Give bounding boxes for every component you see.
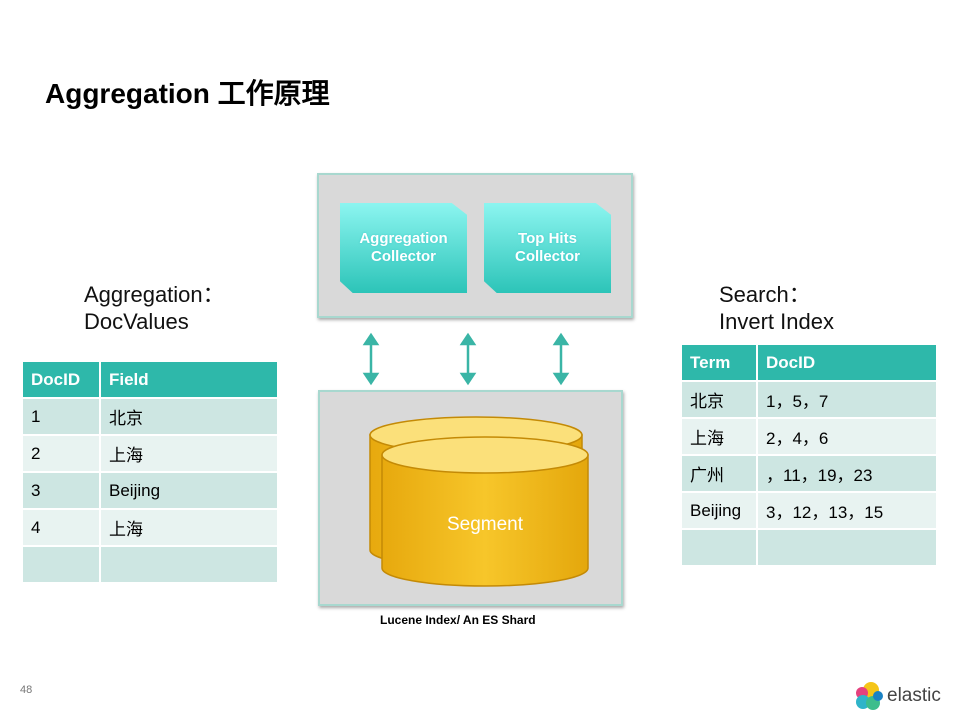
- cell: 广州: [680, 454, 758, 493]
- card-line: Top Hits: [518, 230, 577, 247]
- table-row: 广州，11，19，23: [680, 454, 938, 493]
- cell: Beijing: [99, 471, 279, 510]
- cell: 4: [21, 508, 101, 547]
- slide-title: Aggregation 工作原理: [45, 78, 330, 109]
- cell: Beijing: [680, 491, 758, 530]
- logo-text: elastic: [887, 685, 941, 706]
- double-arrows-icon: [362, 332, 570, 386]
- cell: [21, 545, 101, 584]
- elastic-logo-icon: [856, 682, 883, 710]
- cell: 北京: [99, 397, 279, 436]
- label-line: DocValues: [84, 309, 189, 334]
- header-cell: Field: [99, 360, 279, 399]
- label-line: Search：: [719, 282, 811, 307]
- header-cell: DocID: [756, 343, 938, 382]
- elastic-logo: elastic: [854, 681, 941, 711]
- cell: 北京: [680, 380, 758, 419]
- card-line: Collector: [370, 248, 436, 265]
- header-cell: Term: [680, 343, 758, 382]
- segment-label: Segment: [447, 514, 524, 535]
- cell: 3: [21, 471, 101, 510]
- invert-index-label: Search： Invert Index: [719, 281, 834, 335]
- cell: 2: [21, 434, 101, 473]
- label-line: Aggregation：: [84, 282, 225, 307]
- segment-cylinder-icon: Segment: [369, 416, 589, 587]
- docvalues-label: Aggregation： DocValues: [84, 281, 225, 335]
- cell: [99, 545, 279, 584]
- card-line: Aggregation: [359, 230, 448, 247]
- card-line: Collector: [514, 248, 580, 265]
- cell: 上海: [99, 434, 279, 473]
- header-cell: DocID: [21, 360, 101, 399]
- cell: [680, 528, 758, 567]
- cell: [756, 528, 938, 567]
- cell: 2，4，6: [756, 417, 938, 456]
- cell: 3，12，13，15: [756, 491, 938, 530]
- cell: ，11，19，23: [756, 454, 938, 493]
- cell: 1，5，7: [756, 380, 938, 419]
- shard-caption: Lucene Index/ An ES Shard: [380, 613, 536, 627]
- page-number: 48: [20, 684, 33, 696]
- cell: 上海: [680, 417, 758, 456]
- table-row: [680, 528, 938, 567]
- cell: 上海: [99, 508, 279, 547]
- cell: 1: [21, 397, 101, 436]
- table-row: [21, 545, 279, 584]
- label-line: Invert Index: [719, 309, 834, 334]
